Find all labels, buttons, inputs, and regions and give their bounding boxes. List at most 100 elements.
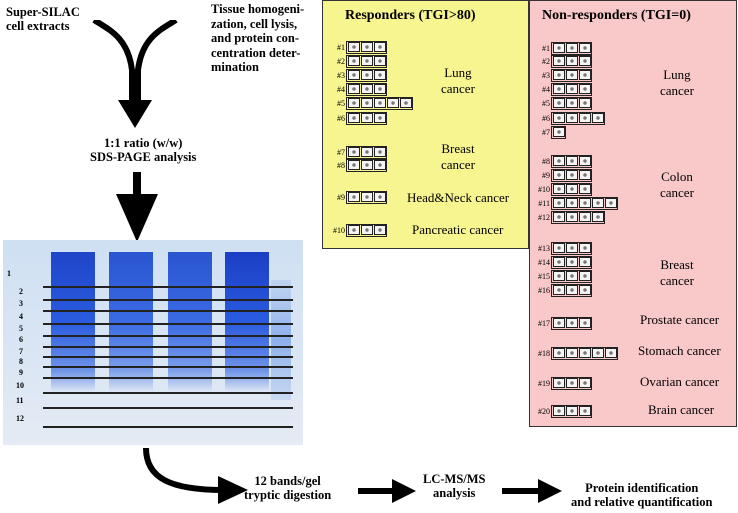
nonresponder-sample-row: #8 — [536, 154, 592, 168]
sample-gel-lanes — [346, 223, 387, 237]
gel-tile-icon — [565, 285, 578, 295]
sample-gel-lanes — [551, 41, 592, 55]
gel-tile-icon — [360, 98, 373, 108]
gel-tile-icon — [347, 70, 360, 80]
gel-tile-icon — [552, 98, 565, 108]
nonresponder-sample-row: #14 — [536, 255, 592, 269]
gel-tile-icon — [373, 160, 386, 170]
gel-tile-icon — [347, 84, 360, 94]
gel-tile-icon — [578, 56, 591, 66]
sample-gel-lanes — [551, 269, 592, 283]
sample-id: #3 — [542, 70, 550, 80]
sample-gel-lanes — [551, 241, 592, 255]
sample-gel-lanes — [551, 96, 592, 110]
gel-tile-icon — [360, 192, 373, 202]
gel-tile-icon — [373, 42, 386, 52]
sample-id: #11 — [538, 198, 550, 208]
gel-tile-icon — [565, 56, 578, 66]
resp-group-breast: Breast cancer — [441, 141, 475, 172]
gel-band-cut — [43, 299, 293, 301]
gel-marker-lane — [271, 280, 291, 400]
arrow-to-lcms — [358, 479, 416, 503]
nonresp-group-prostate: Prostate cancer — [640, 312, 720, 327]
gel-tile-icon — [565, 212, 578, 222]
nonresponder-sample-row: #6 — [536, 111, 605, 125]
sample-id: #3 — [337, 70, 345, 80]
resp-group-lung: Lung cancer — [441, 65, 475, 96]
gel-tile-icon — [360, 225, 373, 235]
gel-tile-icon — [565, 156, 578, 166]
gel-tile-icon — [578, 170, 591, 180]
sample-id: #2 — [337, 56, 345, 66]
gel-tile-icon — [565, 113, 578, 123]
gel-tile-icon — [552, 70, 565, 80]
quantification-label: Protein identification and relative quan… — [571, 481, 713, 509]
gel-tile-icon — [604, 348, 617, 358]
sample-id: #20 — [538, 406, 550, 416]
band-number: 1 — [7, 269, 11, 278]
nonresponder-sample-row: #18 — [536, 346, 618, 360]
gel-tile-icon — [578, 406, 591, 416]
sample-id: #6 — [542, 113, 550, 123]
sample-gel-lanes — [551, 255, 592, 269]
gel-tile-icon — [347, 160, 360, 170]
sample-gel-lanes — [346, 111, 387, 125]
sample-id: #9 — [542, 170, 550, 180]
sample-gel-lanes — [551, 346, 618, 360]
gel-tile-icon — [360, 113, 373, 123]
gel-tile-icon — [578, 113, 591, 123]
gel-tile-icon — [552, 56, 565, 66]
responder-sample-row: #2 — [331, 54, 387, 68]
sample-gel-lanes — [551, 68, 592, 82]
sample-id: #18 — [538, 348, 550, 358]
nonresponder-sample-row: #20 — [536, 404, 592, 418]
gel-tile-icon — [552, 318, 565, 328]
gel-tile-icon — [347, 147, 360, 157]
gel-tile-icon — [565, 271, 578, 281]
gel-tile-icon — [360, 147, 373, 157]
gel-tile-icon — [565, 184, 578, 194]
digestion-label: 12 bands/gel tryptic digestion — [244, 474, 332, 502]
gel-tile-icon — [552, 156, 565, 166]
gel-tile-icon — [552, 271, 565, 281]
responder-sample-row: #5 — [331, 96, 413, 110]
sample-id: #2 — [542, 56, 550, 66]
nonresponder-sample-row: #1 — [536, 41, 592, 55]
sample-gel-lanes — [346, 145, 387, 159]
curve-arrow-to-digestion — [143, 448, 248, 504]
gel-tile-icon — [360, 42, 373, 52]
nonresp-group-lung: Lung cancer — [660, 67, 694, 98]
responder-sample-row: #4 — [331, 82, 387, 96]
source-tissue-label: Tissue homogeni- zation, cell lysis, and… — [211, 2, 305, 74]
gel-tile-icon — [565, 318, 578, 328]
band-number: 10 — [16, 381, 24, 390]
mix-label: 1:1 ratio (w/w) SDS-PAGE analysis — [90, 136, 197, 164]
gel-band-cut — [43, 407, 293, 409]
nonresp-group-ovarian: Ovarian cancer — [640, 374, 720, 389]
responder-sample-row: #1 — [331, 40, 387, 54]
gel-tile-icon — [399, 98, 412, 108]
gel-tile-icon — [578, 257, 591, 267]
nonresponder-sample-row: #10 — [536, 182, 592, 196]
sample-id: #4 — [337, 84, 345, 94]
band-number: 12 — [16, 414, 24, 423]
gel-tile-icon — [578, 98, 591, 108]
gel-tile-icon — [578, 84, 591, 94]
gel-tile-icon — [591, 348, 604, 358]
band-number: 9 — [19, 368, 23, 377]
nonresponder-sample-row: #9 — [536, 168, 592, 182]
gel-tile-icon — [578, 212, 591, 222]
gel-tile-icon — [591, 212, 604, 222]
sample-id: #16 — [538, 285, 550, 295]
gel-band-cut — [43, 366, 293, 368]
sample-gel-lanes — [346, 158, 387, 172]
gel-band-cut — [43, 426, 293, 428]
resp-group-headneck: Head&Neck cancer — [407, 190, 510, 205]
gel-tile-icon — [360, 84, 373, 94]
gel-tile-icon — [373, 113, 386, 123]
gel-tile-icon — [552, 212, 565, 222]
gel-tile-icon — [565, 43, 578, 53]
nonresponder-sample-row: #19 — [536, 376, 592, 390]
gel-tile-icon — [578, 348, 591, 358]
gel-tile-icon — [578, 156, 591, 166]
